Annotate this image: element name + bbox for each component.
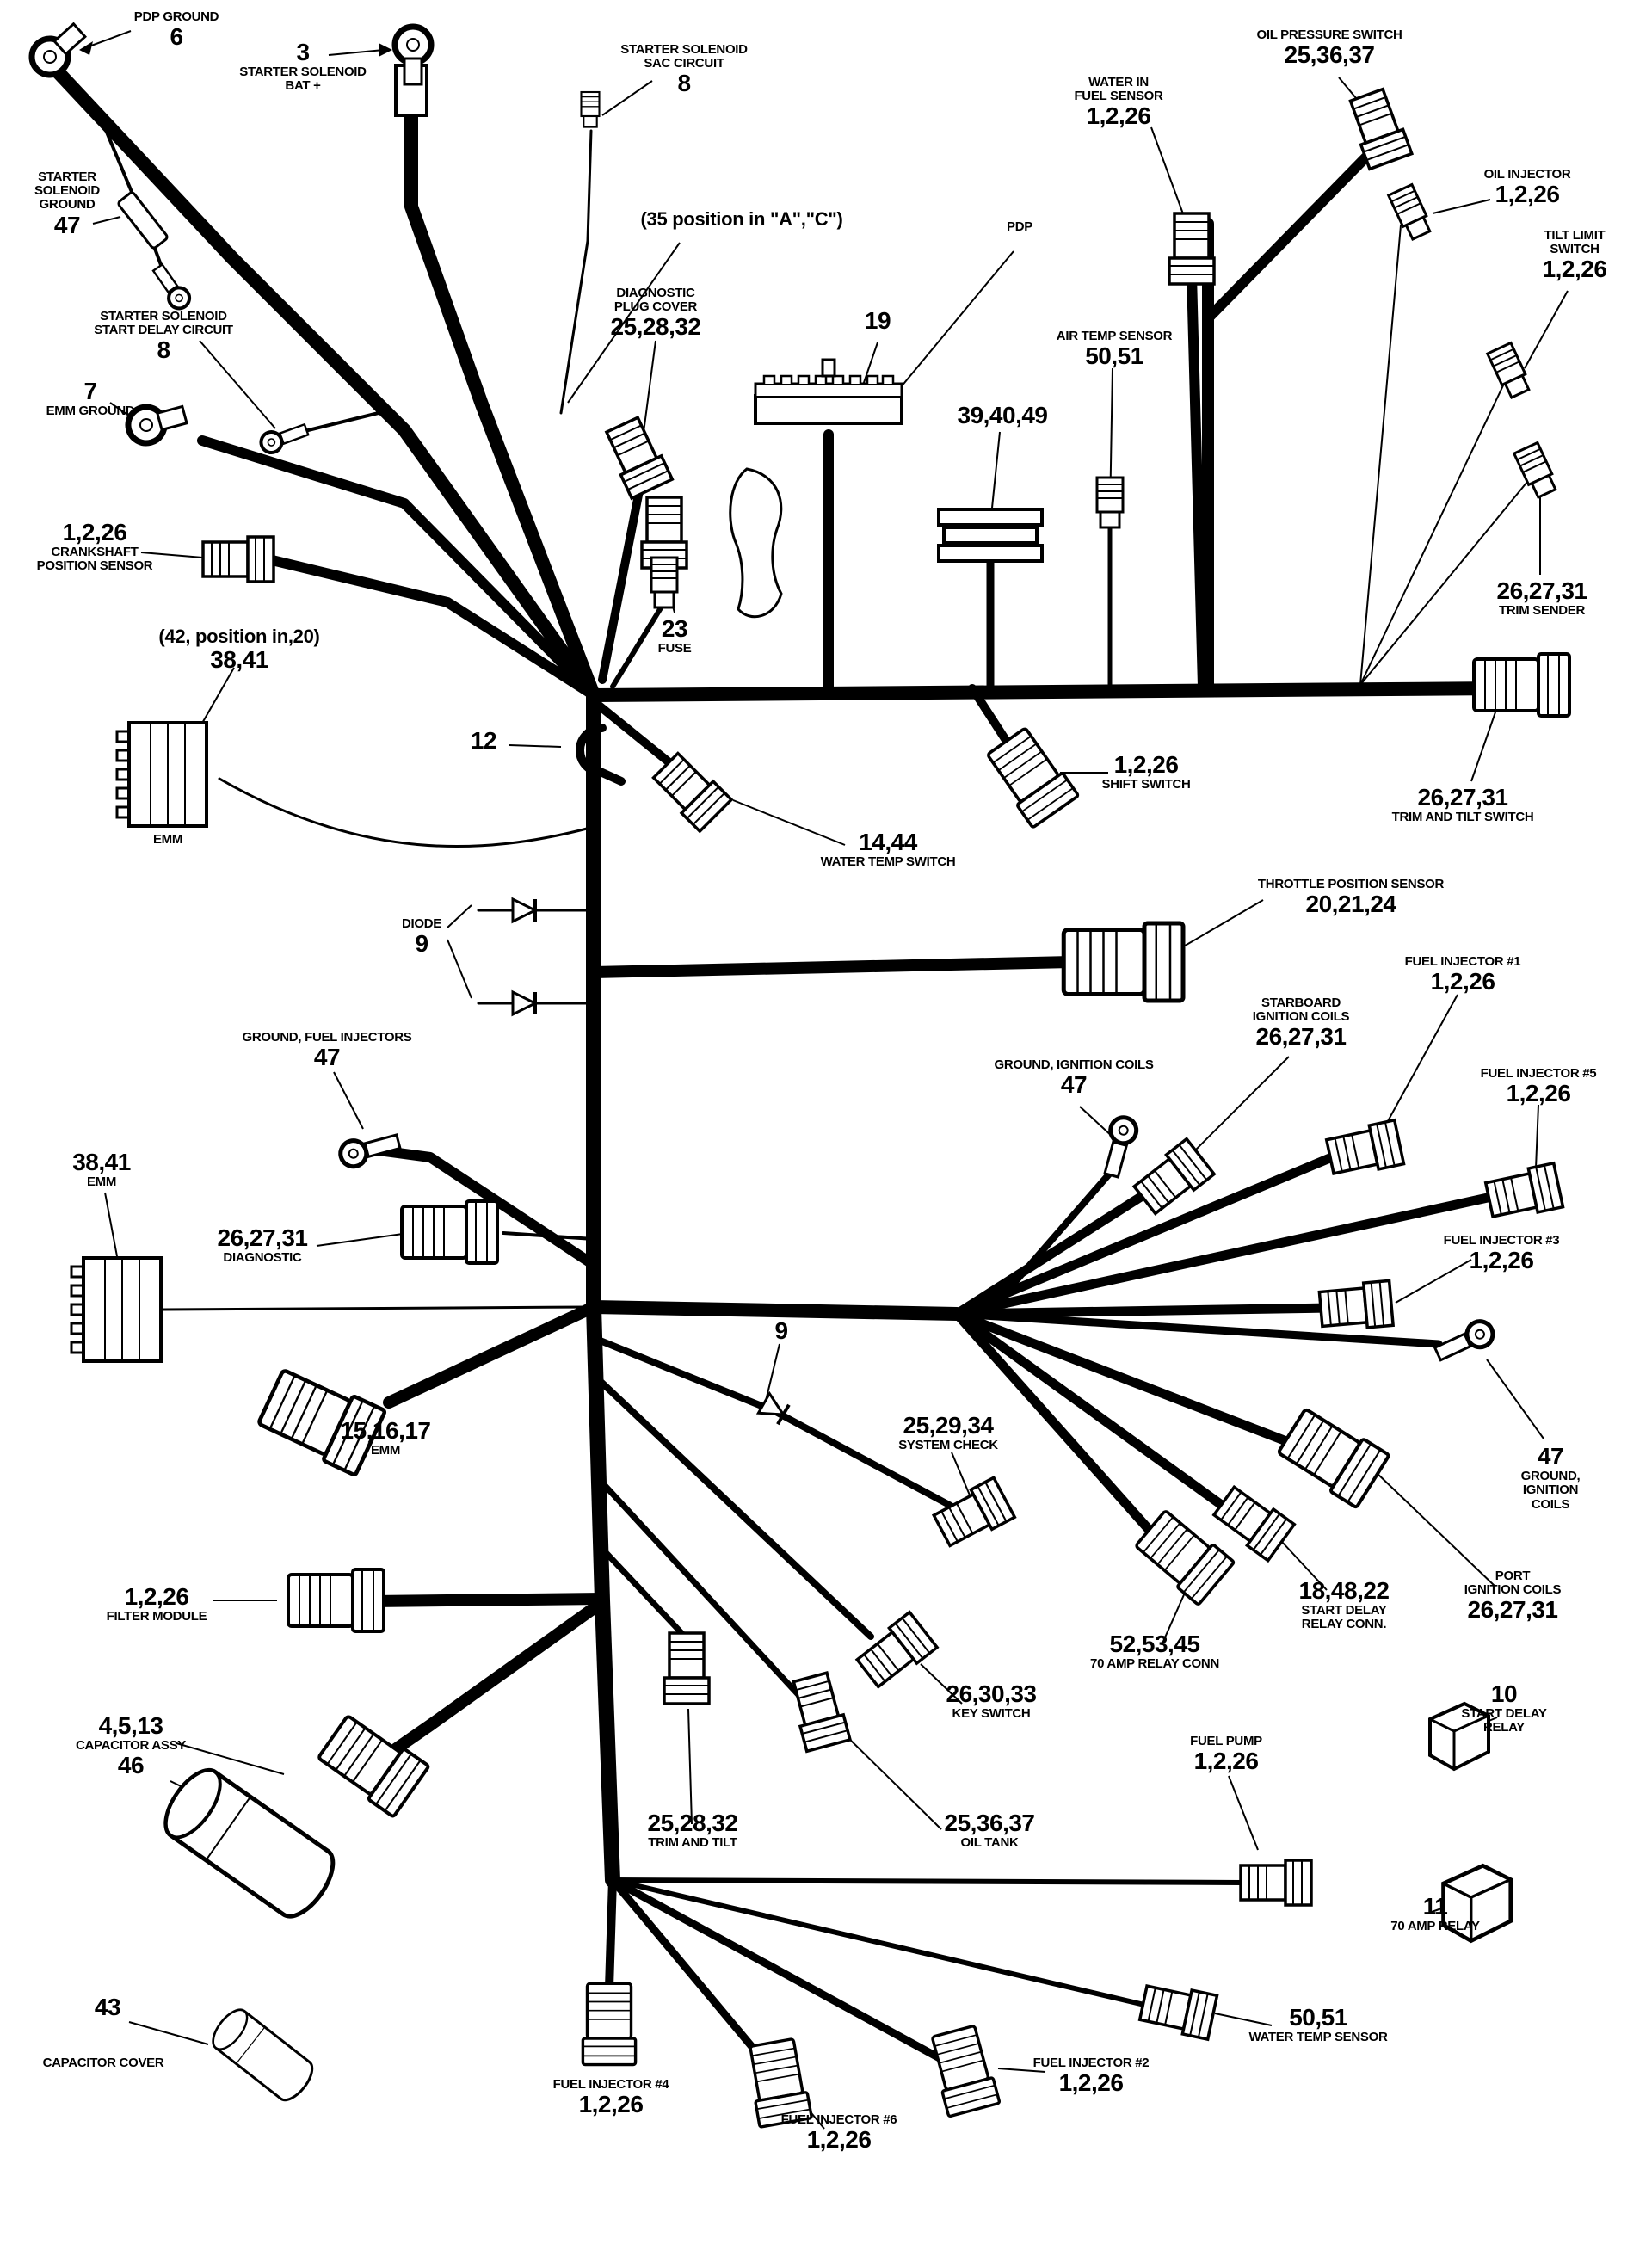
oil-tank-connector-icon <box>786 1669 852 1754</box>
wire-emm-ground <box>197 435 599 700</box>
gnd-coils-right-ring-icon <box>1433 1317 1497 1366</box>
components <box>24 17 1571 2129</box>
fi5-connector-icon <box>1482 1162 1565 1224</box>
wire-diag-plug <box>598 478 645 684</box>
wire-port-coils <box>952 1309 1303 1451</box>
capacitor-body-icon <box>155 1761 343 1926</box>
wire-fi6 <box>608 1876 766 2062</box>
fi3-connector-icon <box>1317 1279 1395 1334</box>
wire-diagnostic-link <box>502 1231 595 1241</box>
wire-crankshaft <box>263 554 599 700</box>
wire-fuse <box>610 600 667 689</box>
wire-water-in-fuel <box>1187 270 1208 692</box>
shift-switch-connector-icon <box>982 724 1081 829</box>
clamp-icon <box>576 724 626 786</box>
system-check-connector-icon <box>929 1476 1017 1552</box>
fi1-connector-icon <box>1323 1119 1406 1181</box>
wire-fi4 <box>605 1876 617 1992</box>
wire-gnd-fuel-inj <box>373 1145 599 1270</box>
wire-fi3 <box>952 1303 1335 1319</box>
wire-start-delay-conn <box>952 1309 1237 1518</box>
fi6-connector-icon <box>744 2036 814 2129</box>
wire-starter-gnd-a <box>97 112 138 204</box>
harness-wires <box>46 60 1508 2062</box>
wts5051-connector-icon <box>1137 1979 1219 2041</box>
emm-151617-connector-icon <box>256 1365 385 1476</box>
fuse-bracket-icon <box>729 467 783 619</box>
emm-upper-connector-icon <box>115 721 208 828</box>
emm-ground-ring-icon <box>124 398 189 447</box>
starter-ground-ring-icon <box>149 262 193 312</box>
tilt-limit-connector-icon <box>1486 341 1533 401</box>
wire-70amp-conn <box>952 1309 1165 1547</box>
wire-bat-plus <box>404 89 601 702</box>
emm-lower-connector-icon <box>70 1256 163 1363</box>
start-delay-conn-icon <box>1209 1481 1297 1563</box>
wire-starter-main <box>46 60 601 702</box>
fi2-connector-icon <box>926 2023 1002 2118</box>
diode-b-icon <box>511 990 537 1016</box>
filter-module-connector-icon <box>287 1568 385 1633</box>
wire-fuel-pump <box>610 1877 1245 1885</box>
port-coils-connector-icon <box>1273 1402 1391 1510</box>
wire-wts5051 <box>610 1877 1147 2007</box>
arrow-bat-icon <box>379 43 392 57</box>
diag-plug-cover-connector-icon <box>600 414 675 500</box>
leader-lines <box>83 30 1569 2130</box>
pdp-connector-icon <box>754 358 903 425</box>
wire-trunk-horizontal <box>587 681 1508 702</box>
start-delay-ring-icon <box>258 420 310 455</box>
wire-key-switch <box>590 1372 874 1640</box>
wire-emm-lower-thin <box>162 1305 592 1311</box>
crankshaft-connector-icon <box>201 535 275 583</box>
wire-starboard-coils <box>952 1184 1158 1319</box>
sac-ring-icon <box>580 90 601 128</box>
trim-tilt-switch-connector-icon <box>1472 652 1571 718</box>
wire-sac-thin <box>559 129 593 415</box>
capacitor-connector-icon <box>313 1709 431 1819</box>
air-temp-connector-icon <box>1095 476 1125 529</box>
oil-injector-connector-icon <box>1387 182 1434 243</box>
wire-gnd-coils-left <box>986 1160 1122 1315</box>
water-in-fuel-connector-icon <box>1168 212 1216 286</box>
relay-70amp-icon <box>1444 1865 1511 1940</box>
wire-fi2 <box>608 1876 944 2062</box>
arrow-pdp-ground-icon <box>79 41 93 55</box>
wire-gnd-coils-right <box>952 1310 1443 1348</box>
wire-hub <box>587 1300 964 1321</box>
wire-emm-upper-thin <box>218 777 592 848</box>
wire-fi5 <box>952 1191 1501 1319</box>
tps-connector-icon <box>1063 923 1183 1001</box>
wire-capacitor <box>366 1596 608 1772</box>
starboard-coils-connector-icon <box>1129 1137 1216 1219</box>
wire-oil-pressure-diag <box>1203 143 1380 324</box>
wire-tps <box>588 956 1077 978</box>
capacitor-cover-icon <box>205 2002 320 2107</box>
fuel-pump-connector-icon <box>1239 1859 1313 1907</box>
diode-a-icon <box>511 897 537 923</box>
wire-filter-module <box>366 1593 608 1607</box>
wire-trim-tilt-bottom <box>599 1545 688 1640</box>
trim-tilt-bottom-connector-icon <box>663 1631 711 1705</box>
wire-fi1 <box>952 1150 1343 1319</box>
fuse-connector-icon <box>650 556 679 609</box>
key-switch-connector-icon <box>852 1610 939 1692</box>
starter-ground-tube-icon <box>115 189 170 251</box>
gnd-coils-left-ring-icon <box>1099 1114 1139 1178</box>
oil-pressure-connector-icon <box>1344 85 1414 171</box>
fi4-connector-icon <box>581 1982 638 2067</box>
diagnostic-connector-icon <box>400 1199 499 1265</box>
wire-oil-tank <box>596 1476 804 1700</box>
gnd-fuel-inj-ring-icon <box>337 1129 401 1169</box>
start-delay-relay-icon <box>1428 1702 1490 1771</box>
wire-emm-151617 <box>383 1301 600 1409</box>
pdp-394049-connector-icon <box>937 508 1044 563</box>
